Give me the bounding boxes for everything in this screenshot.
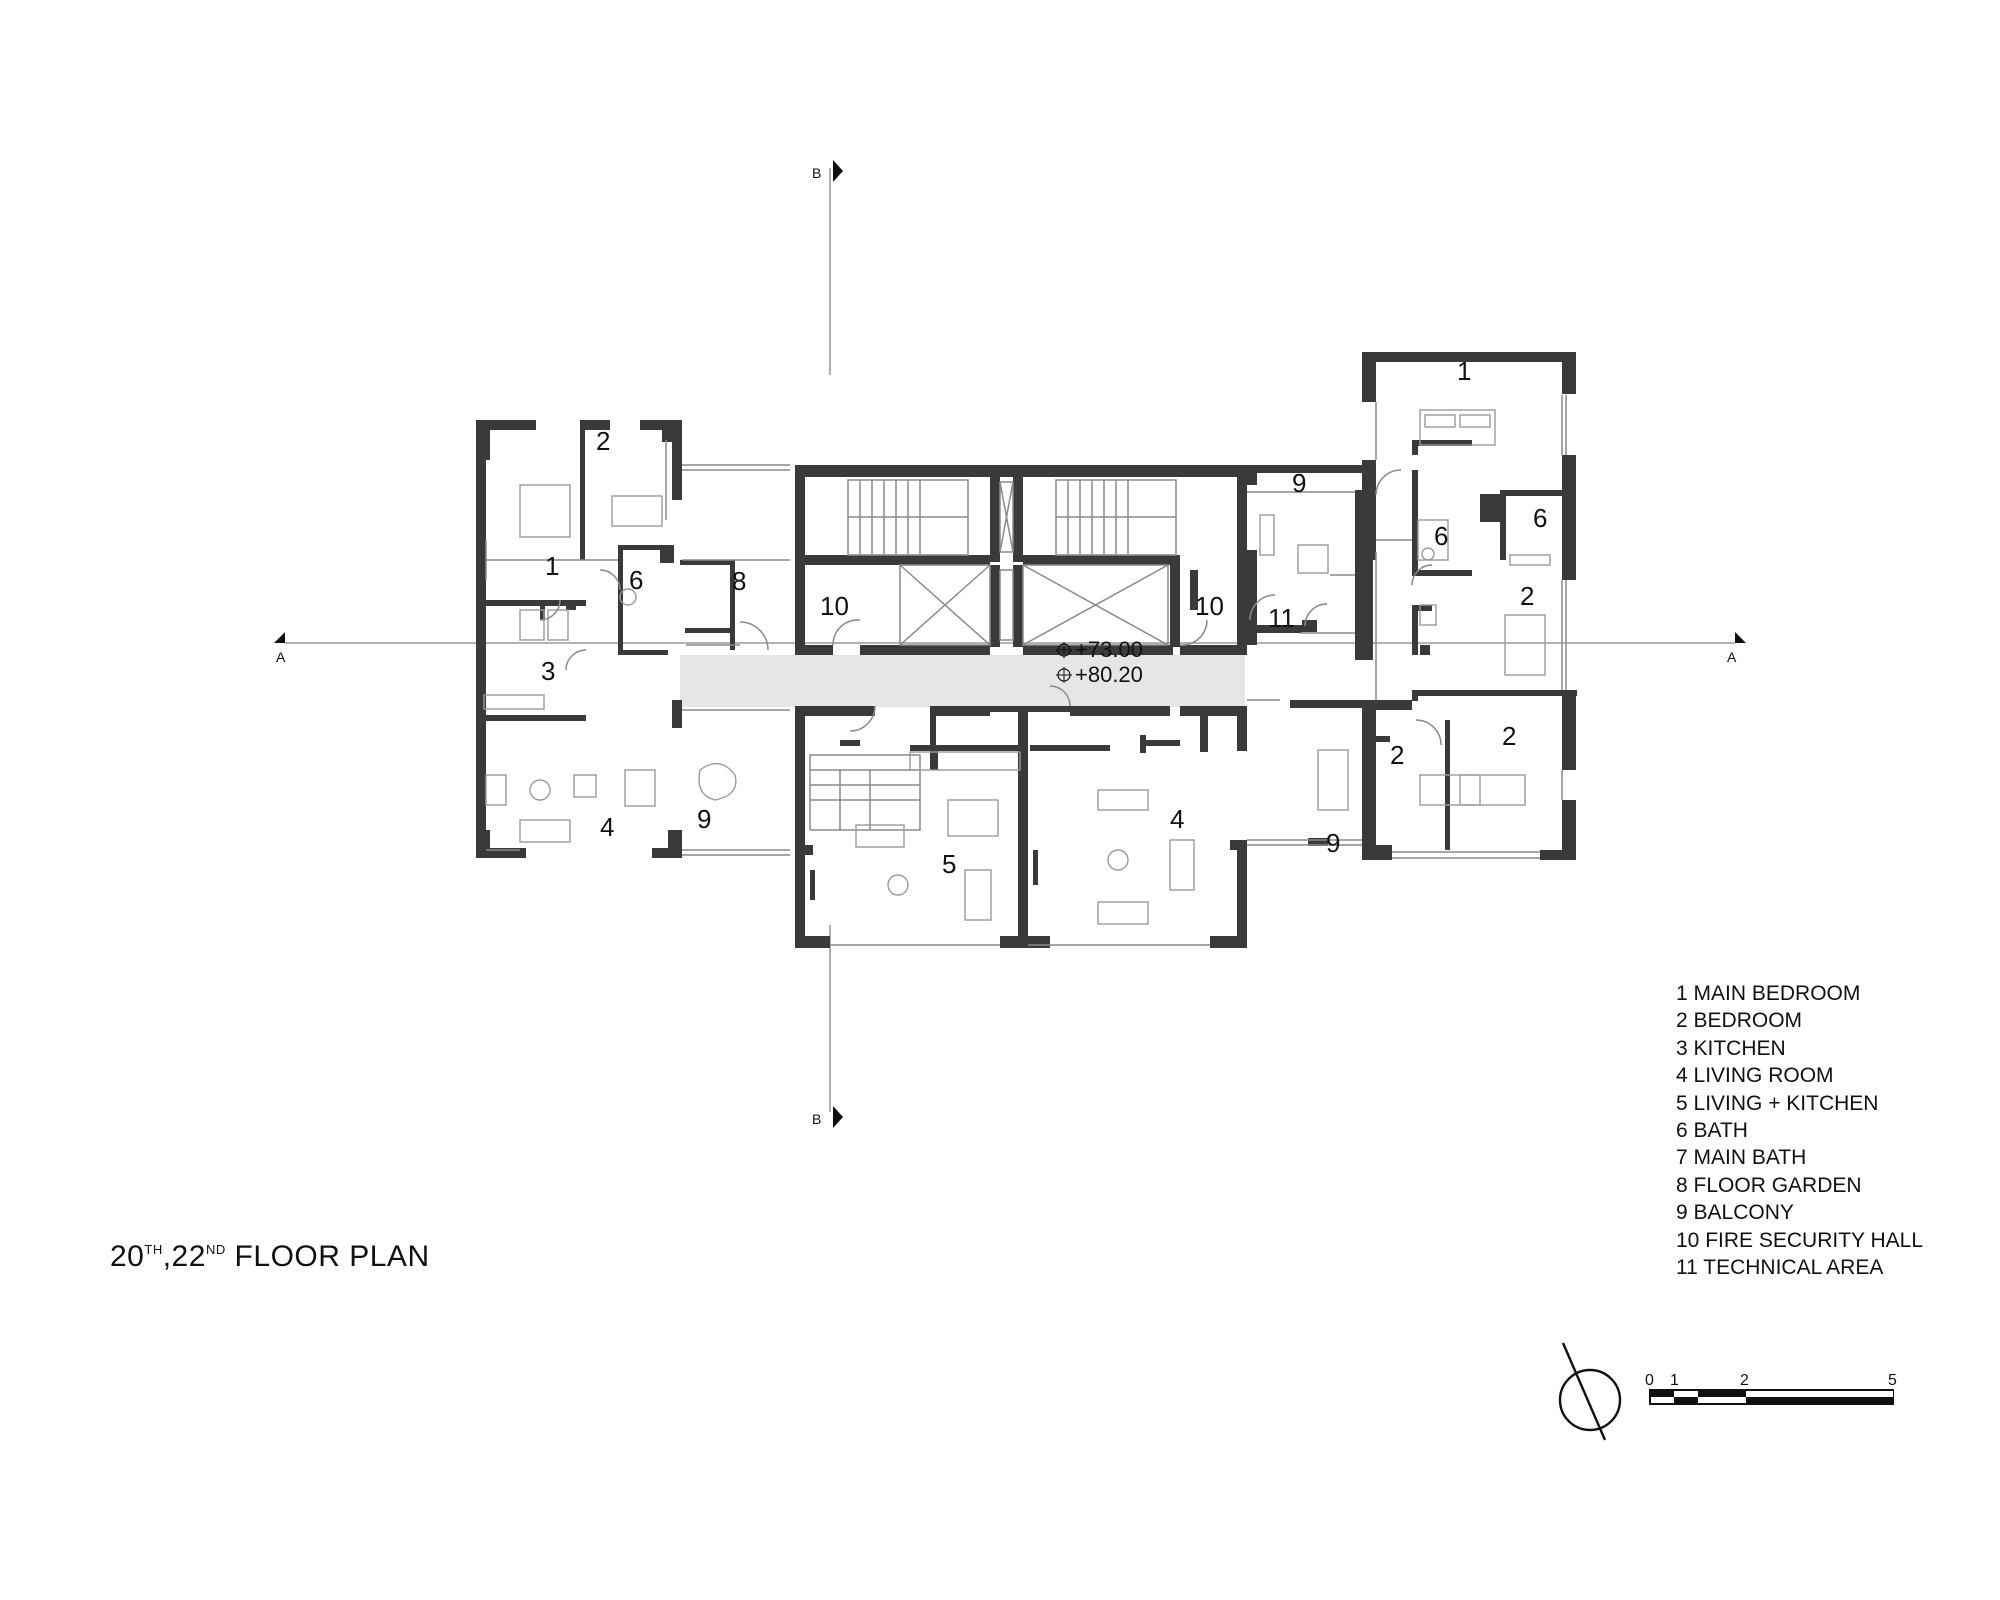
sofa-center-5 [855, 824, 905, 848]
title-middle: ,22 [162, 1240, 206, 1273]
elevation-lower: +80.20 [1075, 662, 1143, 687]
label-west-bath: 6 [629, 565, 643, 595]
scale-bar: 0 1 2 5 [1645, 1372, 1897, 1405]
label-west-bedroom: 2 [596, 426, 610, 456]
label-technical-area: 11 [1268, 603, 1295, 633]
scale-label-0: 0 [1645, 1372, 1654, 1389]
east-wing-furniture [1259, 409, 1551, 811]
section-marker-b-bottom: B [812, 1106, 843, 1128]
title-suffix: FLOOR PLAN [225, 1240, 430, 1273]
section-cut-lines [285, 168, 1735, 1112]
section-label-a-right: A [1727, 649, 1737, 665]
central-corridor [680, 655, 1245, 707]
bed-east-2a [1504, 614, 1546, 676]
label-west-living: 4 [600, 812, 614, 842]
dining-table-center [947, 799, 999, 837]
elevation-markers: +73.00 +80.20 [1056, 637, 1143, 687]
label-east-bedroom-a: 2 [1520, 581, 1534, 611]
bed-east-2c [1459, 774, 1526, 806]
east-wing-walls [1247, 352, 1577, 860]
kitchen-counter-center [909, 751, 1021, 771]
north-arrow-icon [1558, 1342, 1622, 1441]
legend-item: 11 TECHNICAL AREA [1676, 1256, 1884, 1280]
bed-west-bedroom [611, 495, 663, 527]
legend-item: 1 MAIN BEDROOM [1676, 982, 1861, 1005]
title-superscript-1: TH [144, 1242, 163, 1257]
legend-item: 5 LIVING + KITCHEN [1676, 1091, 1879, 1115]
label-fire-hall-right: 10 [1195, 591, 1224, 621]
section-marker-b-top: B [812, 160, 843, 182]
legend-item: 3 KITCHEN [1676, 1036, 1786, 1060]
label-west-kitchen: 3 [541, 656, 555, 686]
bed-west-main [519, 484, 571, 538]
elevation-upper: +73.00 [1075, 637, 1143, 662]
legend-item: 8 FLOOR GARDEN [1676, 1173, 1862, 1197]
bed-east-main [1419, 409, 1496, 446]
west-wing-thin-lines [485, 440, 790, 856]
bed-east-2b [1419, 774, 1481, 806]
legend-item: 10 FIRE SECURITY HALL [1676, 1228, 1924, 1252]
label-east-main-bedroom: 1 [1457, 356, 1471, 386]
label-center-living: 4 [1170, 804, 1184, 834]
label-east-bedroom-b: 2 [1390, 740, 1404, 770]
label-east-bedroom-c: 2 [1502, 721, 1516, 751]
label-east-bath-a: 6 [1434, 521, 1448, 551]
legend-item: 2 BEDROOM [1676, 1009, 1803, 1033]
room-labels: 1 2 6 8 3 4 9 10 10 5 4 9 11 1 6 6 2 2 2… [541, 356, 1547, 879]
title-prefix: 20 [110, 1240, 145, 1273]
center-core-walls [795, 465, 1247, 948]
room-legend: 1 MAIN BEDROOM 2 BEDROOM 3 KITCHEN 4 LIV… [1676, 980, 1923, 1281]
center-core-thin [832, 479, 1280, 732]
plan-title: 20TH,22ND FLOOR PLAN [110, 1240, 430, 1274]
section-marker-a-right: A [1727, 632, 1746, 665]
east-wing-thin [1247, 395, 1567, 859]
section-label-a-left: A [276, 649, 286, 665]
section-marker-a-left: A [274, 632, 286, 665]
west-wing-furniture [483, 484, 769, 843]
scale-label-5: 5 [1888, 1372, 1897, 1389]
label-west-floor-garden: 8 [732, 566, 746, 596]
legend-item: 6 BATH [1676, 1119, 1748, 1143]
dining-table-east [1297, 544, 1329, 574]
center-south-furniture [809, 751, 1210, 946]
section-label-b-bottom: B [812, 1111, 821, 1127]
scale-label-2: 2 [1740, 1372, 1749, 1389]
title-superscript-2: ND [205, 1242, 226, 1257]
label-west-balcony: 9 [697, 804, 711, 834]
label-north-balcony: 9 [1292, 468, 1306, 498]
label-west-main-bedroom: 1 [545, 551, 559, 581]
label-east-bath-b: 6 [1533, 503, 1547, 533]
legend-item: 9 BALCONY [1676, 1201, 1794, 1225]
scale-label-1: 1 [1670, 1372, 1679, 1389]
legend-item: 7 MAIN BATH [1676, 1146, 1807, 1170]
legend-item: 4 LIVING ROOM [1676, 1064, 1834, 1088]
label-center-living-kitchen: 5 [942, 849, 956, 879]
label-fire-hall-left: 10 [820, 591, 849, 621]
sofa-west [519, 819, 571, 843]
west-wing-walls [476, 420, 735, 858]
label-south-balcony: 9 [1326, 828, 1340, 858]
section-label-b-top: B [812, 165, 821, 181]
sofa-center-4 [1097, 901, 1149, 925]
